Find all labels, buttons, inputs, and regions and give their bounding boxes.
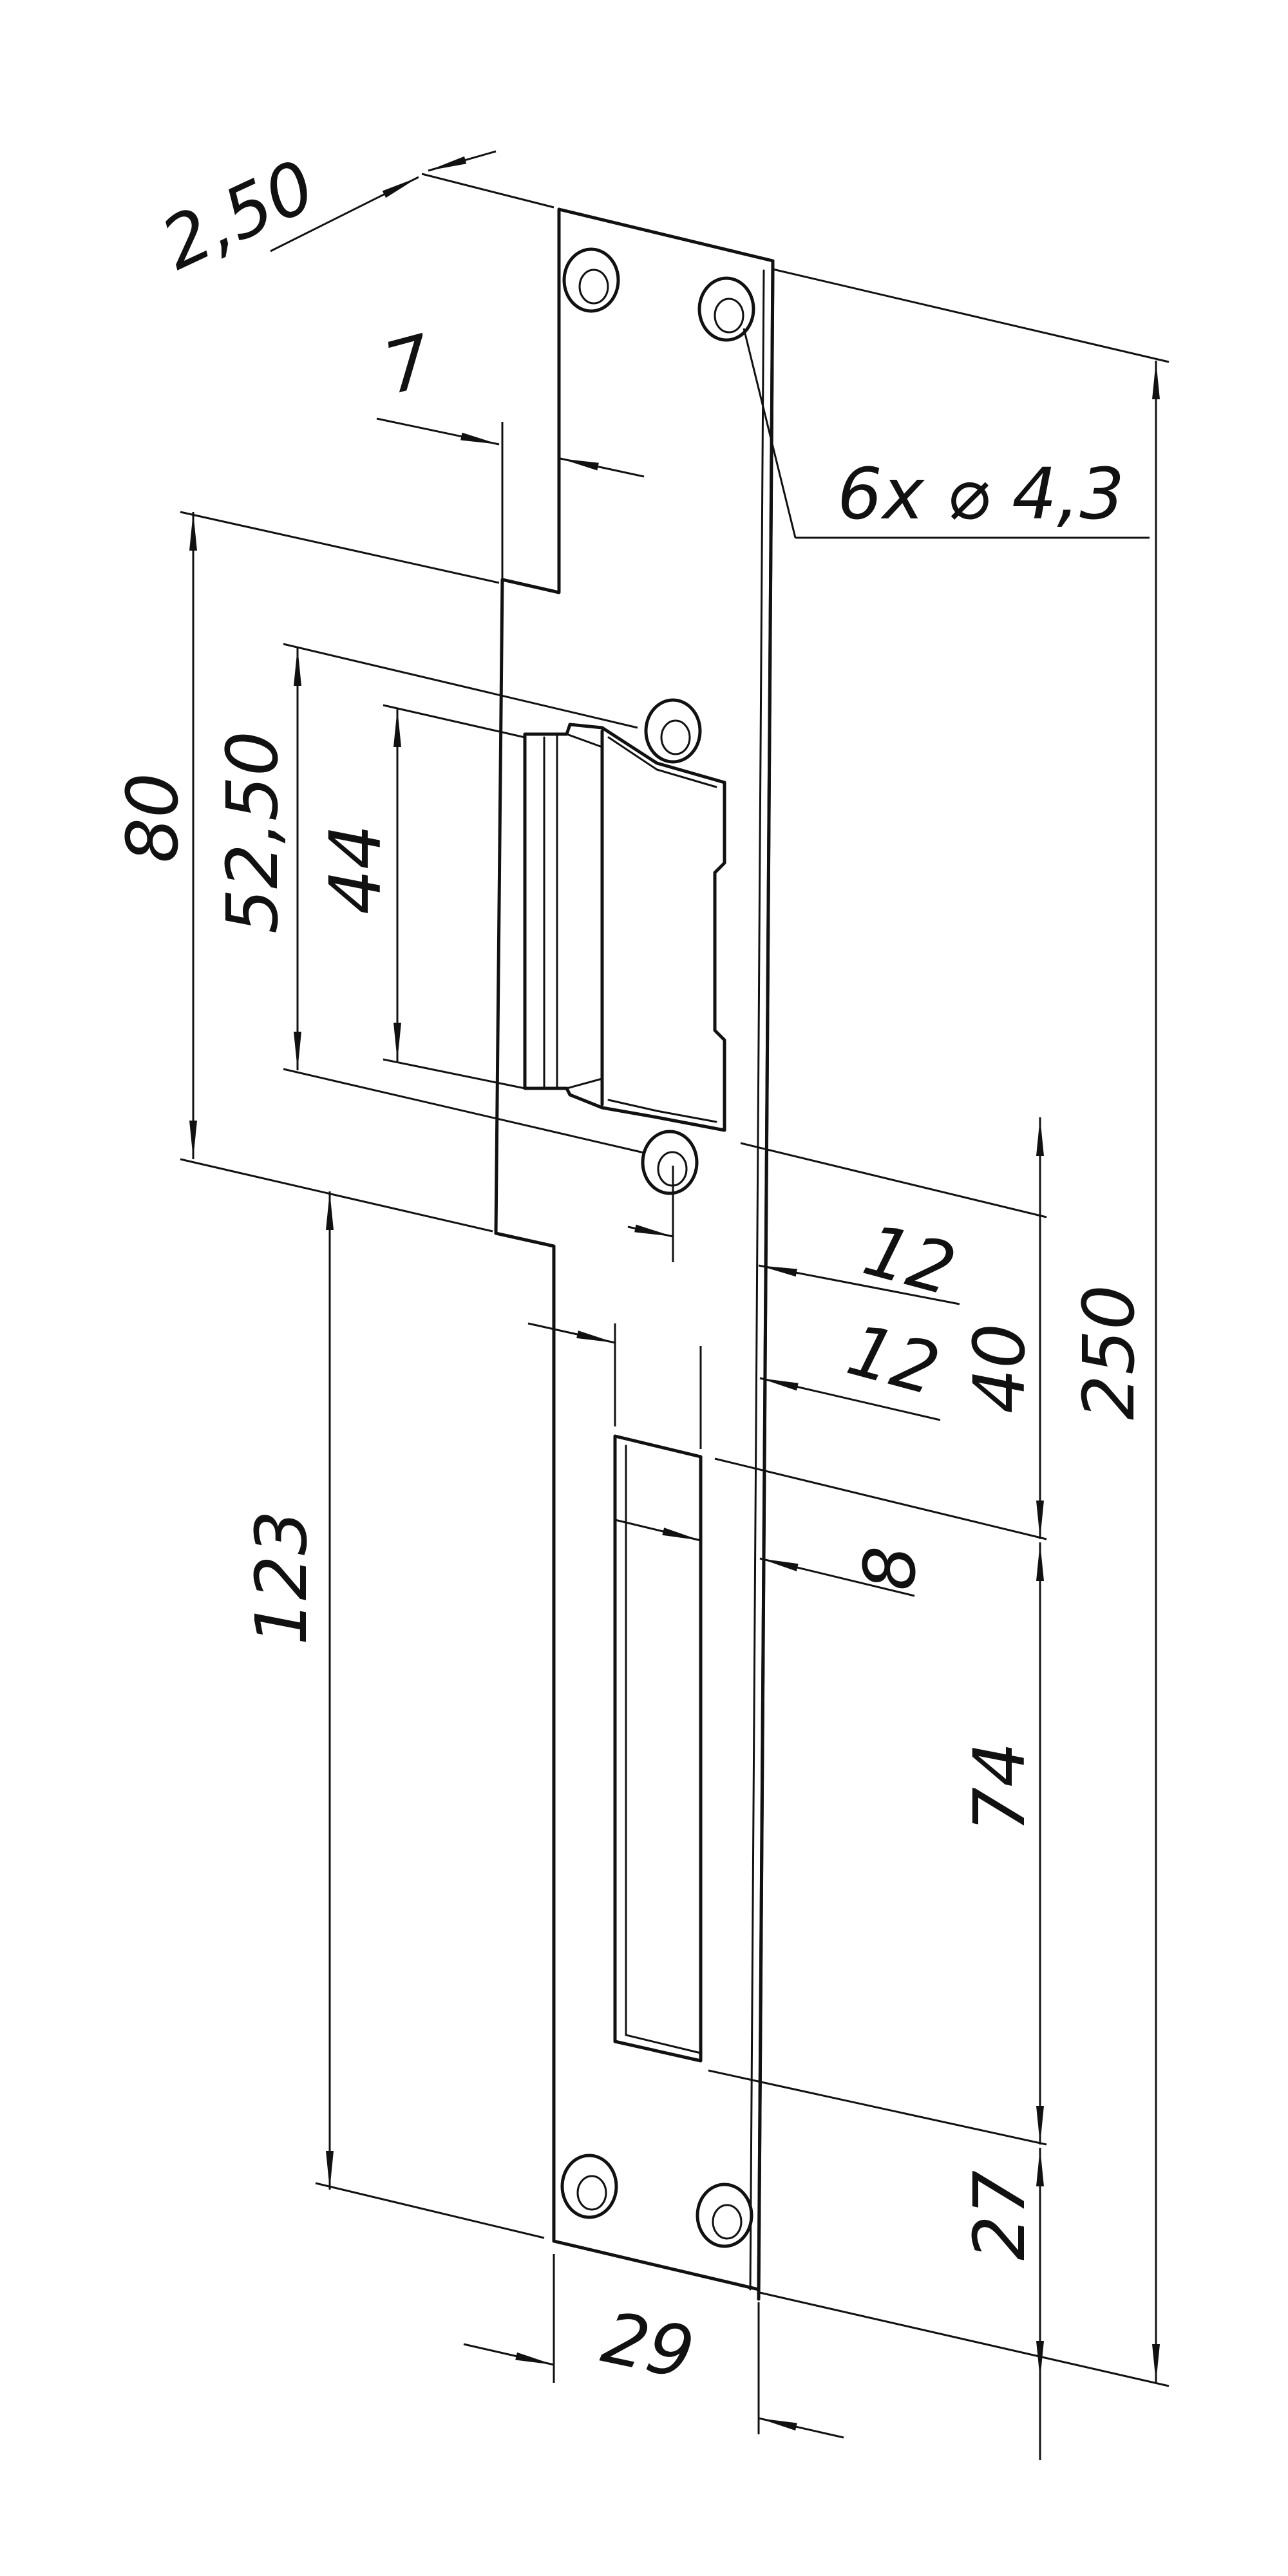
dim-label-slot-offset: 12 xyxy=(839,1308,947,1411)
dim-label-recess-height: 80 xyxy=(111,773,194,863)
dim-label-slot-length: 74 xyxy=(958,1742,1041,1832)
elongated-slot xyxy=(613,1434,703,2063)
dim-label-thickness: 2,50 xyxy=(149,144,327,286)
dimension-labels: 2,50 7 6x ⌀ 4,3 80 52,50 44 12 12 8 40 1… xyxy=(111,144,1150,2395)
mounting-hole-lower-middle xyxy=(641,1130,699,1195)
dimension-lines xyxy=(189,150,1160,2460)
dim-label-lower-height: 123 xyxy=(240,1510,323,1645)
dim-label-step-offset: 7 xyxy=(376,319,441,410)
dim-label-plate-width: 29 xyxy=(596,2296,701,2395)
latch-recess xyxy=(523,723,726,1132)
strike-plate xyxy=(494,207,775,2301)
dim-label-total-length: 250 xyxy=(1068,1285,1150,1420)
plate-edge-thickness xyxy=(557,207,775,2301)
mounting-hole-bottom-right xyxy=(696,2183,753,2248)
plate-edge-inner-line xyxy=(749,269,765,2291)
extension-lines xyxy=(180,173,1170,2434)
dim-label-upper-segment: 40 xyxy=(958,1323,1041,1414)
mounting-hole-top-left xyxy=(562,247,620,313)
mounting-hole-upper-middle xyxy=(644,698,702,764)
dim-label-recess-outer: 52,50 xyxy=(211,731,294,934)
dim-label-hole-to-edge: 12 xyxy=(855,1208,963,1311)
dim-label-slot-width: 8 xyxy=(849,1546,931,1591)
dim-label-holes: 6x ⌀ 4,3 xyxy=(837,453,1124,535)
mounting-hole-bottom-left xyxy=(560,2154,618,2219)
mounting-hole-top-right xyxy=(697,276,755,342)
dim-label-bottom-segment: 27 xyxy=(958,2170,1041,2260)
plate-outline xyxy=(494,207,775,2291)
dim-label-recess-inner: 44 xyxy=(314,824,397,914)
